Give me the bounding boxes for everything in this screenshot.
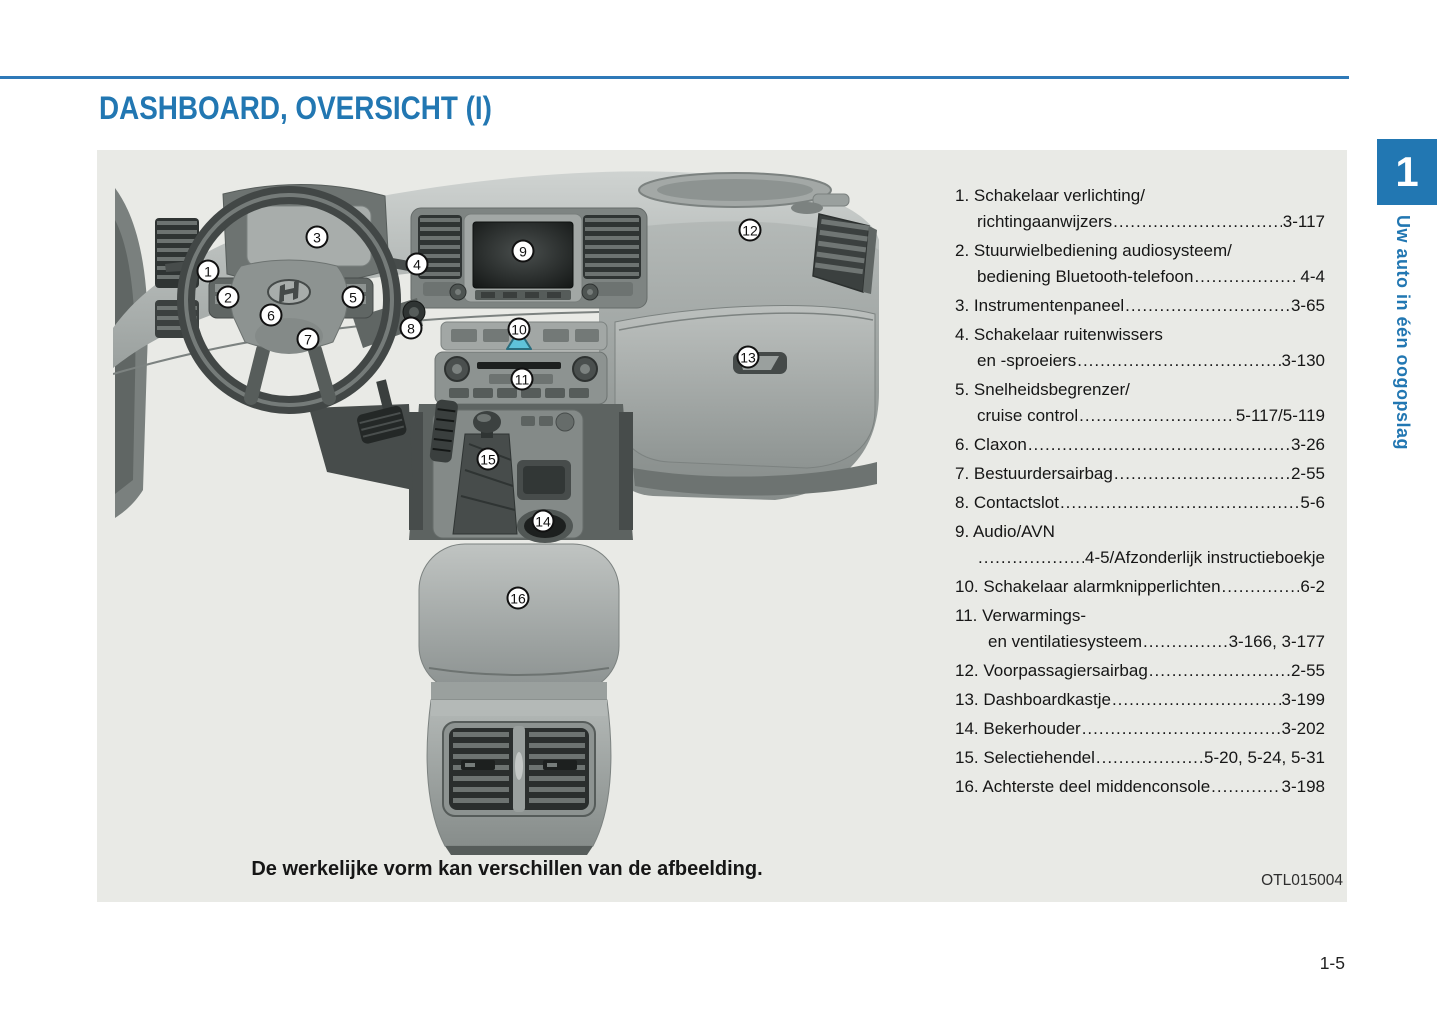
legend-item: 13. Dashboardkastje3-199: [955, 687, 1325, 713]
steering-wheel: [177, 186, 401, 414]
legend-item: 11. Verwarmings-en ventilatiesysteem3-16…: [955, 603, 1325, 655]
callout-13: 13: [736, 345, 760, 369]
center-left-vent-icon: [418, 215, 462, 279]
dash-seam-line: [113, 311, 600, 375]
page-number: 1-5: [1319, 953, 1345, 973]
legend-list: 1. Schakelaar verlichting/richtingaanwij…: [955, 183, 1325, 803]
accelerator-pedal: [429, 399, 458, 463]
dashboard-illustration: [113, 171, 879, 855]
center-right-vent-icon: [583, 215, 641, 279]
callout-16: 16: [506, 586, 530, 610]
callout-8: 8: [399, 316, 423, 340]
cd-slot: [477, 362, 561, 369]
legend-item: 2. Stuurwielbediening audiosysteem/bedie…: [955, 238, 1325, 290]
callout-11: 11: [510, 367, 534, 391]
page-title: DASHBOARD, OVERSICHT (I): [99, 90, 492, 126]
callout-12: 12: [738, 218, 762, 242]
speaker-grille: [638, 172, 832, 208]
callout-4: 4: [405, 252, 429, 276]
callout-1: 1: [196, 259, 220, 283]
callout-5: 5: [341, 285, 365, 309]
legend-item: 8. Contactslot5-6: [955, 490, 1325, 516]
legend-item: 9. Audio/AVN4-5/Afzonderlijk instructieb…: [955, 519, 1325, 571]
tweeter-sensor: [791, 193, 850, 214]
rear-console-vent: [426, 682, 612, 855]
callout-2: 2: [216, 285, 240, 309]
legend-item: 15. Selectiehendel5-20, 5-24, 5-31: [955, 745, 1325, 771]
callout-3: 3: [305, 225, 329, 249]
legend-item: 1. Schakelaar verlichting/richtingaanwij…: [955, 183, 1325, 235]
callout-6: 6: [259, 303, 283, 327]
brake-pedal: [357, 379, 407, 444]
right-air-vent: [812, 213, 877, 294]
legend-item: 3. Instrumentenpaneel3-65: [955, 293, 1325, 319]
figure-code: OTL015004: [1261, 872, 1343, 889]
legend-item: 6. Claxon3-26: [955, 432, 1325, 458]
hyundai-logo: [267, 279, 311, 305]
legend-item: 7. Bestuurdersairbag2-55: [955, 461, 1325, 487]
legend-item: 16. Achterste deel middenconsole3-198: [955, 774, 1325, 800]
top-rule: [0, 76, 1349, 79]
callout-15: 15: [476, 447, 500, 471]
chapter-tab-number: 1: [1377, 139, 1437, 205]
legend-item: 10. Schakelaar alarmknipperlichten6-2: [955, 574, 1325, 600]
legend-item: 14. Bekerhouder3-202: [955, 716, 1325, 742]
under-glovebox-shadow: [633, 462, 877, 496]
legend-item: 5. Snelheidsbegrenzer/cruise control5-11…: [955, 377, 1325, 429]
callout-14: 14: [531, 509, 555, 533]
callout-10: 10: [507, 317, 531, 341]
chapter-title-vertical: Uw auto in één oogopslag: [1393, 215, 1413, 451]
gear-shifter: [432, 409, 584, 539]
callout-9: 9: [511, 239, 535, 263]
legend-item: 12. Voorpassagiersairbag2-55: [955, 658, 1325, 684]
figure-caption: De werkelijke vorm kan verschillen van d…: [251, 858, 763, 880]
callout-7: 7: [296, 327, 320, 351]
